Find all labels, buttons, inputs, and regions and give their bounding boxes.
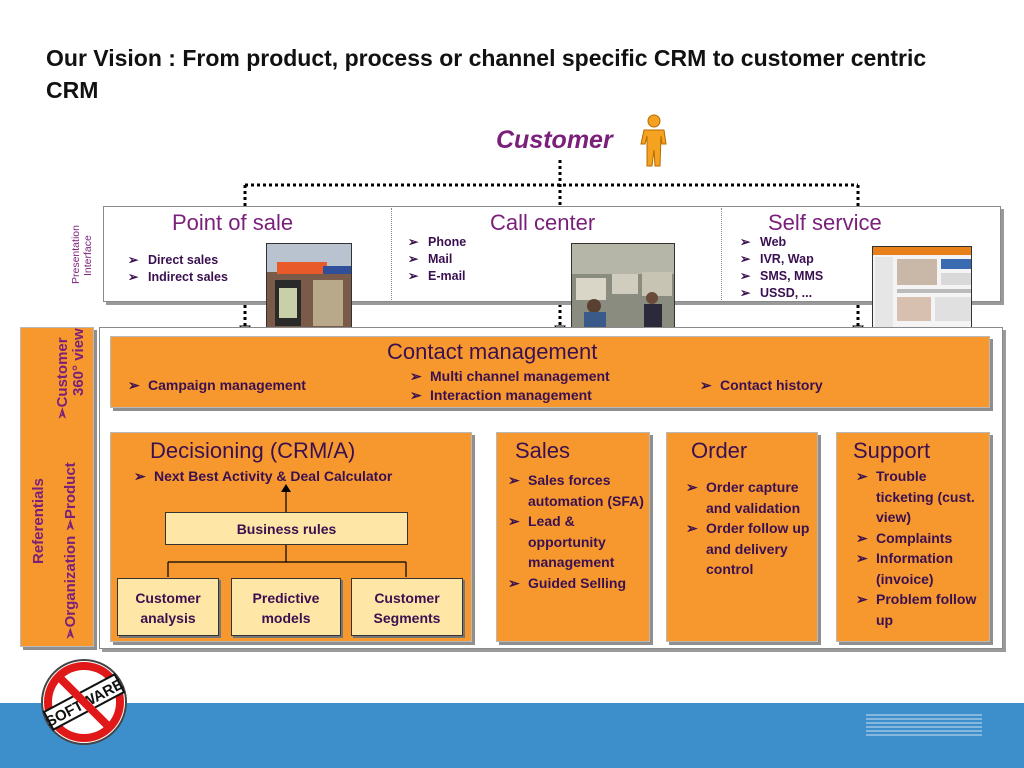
box-line: analysis [140, 610, 196, 626]
presentation-line: Presentation [70, 225, 82, 284]
storefront-photo [266, 243, 352, 329]
order-title: Order [691, 438, 748, 463]
channel-mgmt-list: Multi channel management Interaction man… [410, 367, 610, 405]
referential-organization: Organization [62, 536, 79, 628]
predictive-models-box: Predictive models [231, 578, 341, 636]
svg-text:Interface: Interface [82, 235, 94, 276]
list-item: Direct sales [128, 252, 228, 269]
list-item: Sales forces automation (SFA) [508, 470, 648, 511]
svg-text:➢Organization ➢Product: ➢Organization ➢Product [62, 462, 79, 640]
list-item: Multi channel management [410, 367, 610, 386]
list-item: Phone [408, 234, 466, 251]
list-item: Order capture and validation [686, 477, 812, 518]
pos-list: Direct sales Indirect sales [128, 252, 228, 286]
decisioning-title: Decisioning (CRM/A) [150, 438, 356, 463]
sales-list: Sales forces automation (SFA) Lead & opp… [508, 470, 648, 593]
list-item: Guided Selling [508, 573, 648, 594]
box-line: Customer [374, 590, 440, 606]
call-center-list: Phone Mail E-mail [408, 234, 466, 285]
list-item: Information (invoice) [856, 548, 986, 589]
list-item: SMS, MMS [740, 268, 823, 285]
svg-text:➢Customer: ➢Customer [54, 337, 71, 420]
list-item: Campaign management [128, 377, 306, 394]
business-rules-box: Business rules [165, 512, 408, 545]
list-item: Indirect sales [128, 269, 228, 286]
self-service-title: Self service [768, 210, 882, 235]
box-line: Segments [373, 610, 441, 626]
list-item: Contact history [700, 377, 823, 394]
footer-texture [866, 712, 982, 738]
box-line: models [261, 610, 311, 626]
list-item: Lead & opportunity management [508, 511, 648, 573]
contact-management-title: Contact management [387, 339, 598, 364]
list-item: Problem follow up [856, 589, 986, 630]
list-item: Web [740, 234, 823, 251]
box-line: Customer [135, 590, 201, 606]
list-item: E-mail [408, 268, 466, 285]
self-service-list: Web IVR, Wap SMS, MMS USSD, ... [740, 234, 823, 302]
list-item: USSD, ... [740, 285, 823, 302]
nba-item: Next Best Activity & Deal Calculator [134, 468, 392, 485]
list-item: Order follow up and delivery control [686, 518, 812, 580]
referentials-title: Referentials [30, 478, 47, 564]
referential-product: Product [62, 462, 79, 519]
no-software-stamp: SOFTWARE [38, 656, 130, 748]
pos-title: Point of sale [172, 210, 294, 235]
support-list: Trouble ticketing (cust. view) Complaint… [856, 466, 986, 630]
list-item: IVR, Wap [740, 251, 823, 268]
referentials-column: Referentials ➢Organization ➢Product ➢Cus… [20, 327, 94, 647]
channel-divider [721, 208, 722, 300]
customer-segments-box: Customer Segments [351, 578, 463, 636]
support-title: Support [853, 438, 931, 463]
campaign-item: Campaign management [128, 377, 306, 394]
website-screenshot [872, 246, 972, 328]
list-item: Interaction management [410, 386, 610, 405]
list-item: Mail [408, 251, 466, 268]
contact-history-item: Contact history [700, 377, 823, 394]
customer-label: Customer [496, 126, 613, 154]
channels-panel [103, 206, 1001, 302]
box-line: Predictive [252, 590, 320, 606]
call-center-title: Call center [490, 210, 596, 235]
sales-title: Sales [515, 438, 571, 463]
list-item: Complaints [856, 528, 986, 549]
page-title: Our Vision : From product, process or ch… [46, 45, 927, 103]
bottom-bar [0, 703, 1024, 768]
call-center-photo [571, 243, 675, 329]
customer-analysis-box: Customer analysis [117, 578, 219, 636]
decisioning-connectors [167, 484, 407, 577]
person-icon [636, 114, 668, 173]
channel-divider [391, 208, 392, 300]
list-item: Trouble ticketing (cust. view) [856, 466, 986, 528]
svg-text:Presentation: Presentation [70, 225, 82, 284]
order-list: Order capture and validation Order follo… [686, 477, 812, 580]
list-item: Next Best Activity & Deal Calculator [134, 468, 392, 485]
svg-text:360° view: 360° view [70, 328, 87, 396]
presentation-interface-label: Presentation Interface [66, 214, 98, 284]
interface-line: Interface [82, 235, 94, 276]
